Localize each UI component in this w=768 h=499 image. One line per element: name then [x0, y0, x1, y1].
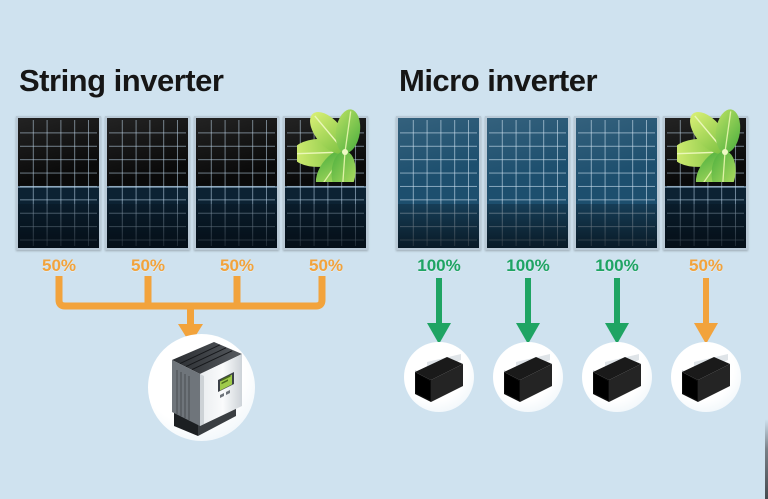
micro-inverter-icon-2 [500, 352, 556, 404]
micro-inverter-icon-4 [678, 352, 734, 404]
micro-inverter-icon-3 [589, 352, 645, 404]
solar-panel-left-3 [194, 116, 279, 250]
string-bracket-connector [0, 276, 384, 346]
output-percent-right-2: 100% [506, 256, 550, 275]
solar-panel-right-3 [574, 116, 659, 250]
solar-panel-left-1 [16, 116, 101, 250]
right-edge-artifact [765, 0, 768, 499]
solar-panel-right-4 [663, 116, 748, 250]
solar-panel-left-2 [105, 116, 190, 250]
power-arrow-right-3 [582, 278, 652, 348]
power-arrow-right-1 [404, 278, 474, 348]
string-inverter-icon [158, 340, 248, 436]
output-percent-left-1: 50% [41, 256, 77, 275]
power-arrow-right-2 [493, 278, 563, 348]
section-title-micro-inverter: Micro inverter [399, 63, 598, 98]
output-percent-left-2: 50% [130, 256, 166, 275]
section-title-string-inverter: String inverter [19, 63, 224, 98]
power-arrow-right-4 [671, 278, 741, 348]
output-percent-left-4: 50% [308, 256, 344, 275]
output-percent-left-3: 50% [219, 256, 255, 275]
solar-panel-right-1 [396, 116, 481, 250]
output-percent-right-3: 100% [595, 256, 639, 275]
micro-inverter-icon-1 [411, 352, 467, 404]
output-percent-right-4: 50% [688, 256, 724, 275]
solar-panel-right-2 [485, 116, 570, 250]
output-percent-right-1: 100% [417, 256, 461, 275]
solar-panel-left-4 [283, 116, 368, 250]
